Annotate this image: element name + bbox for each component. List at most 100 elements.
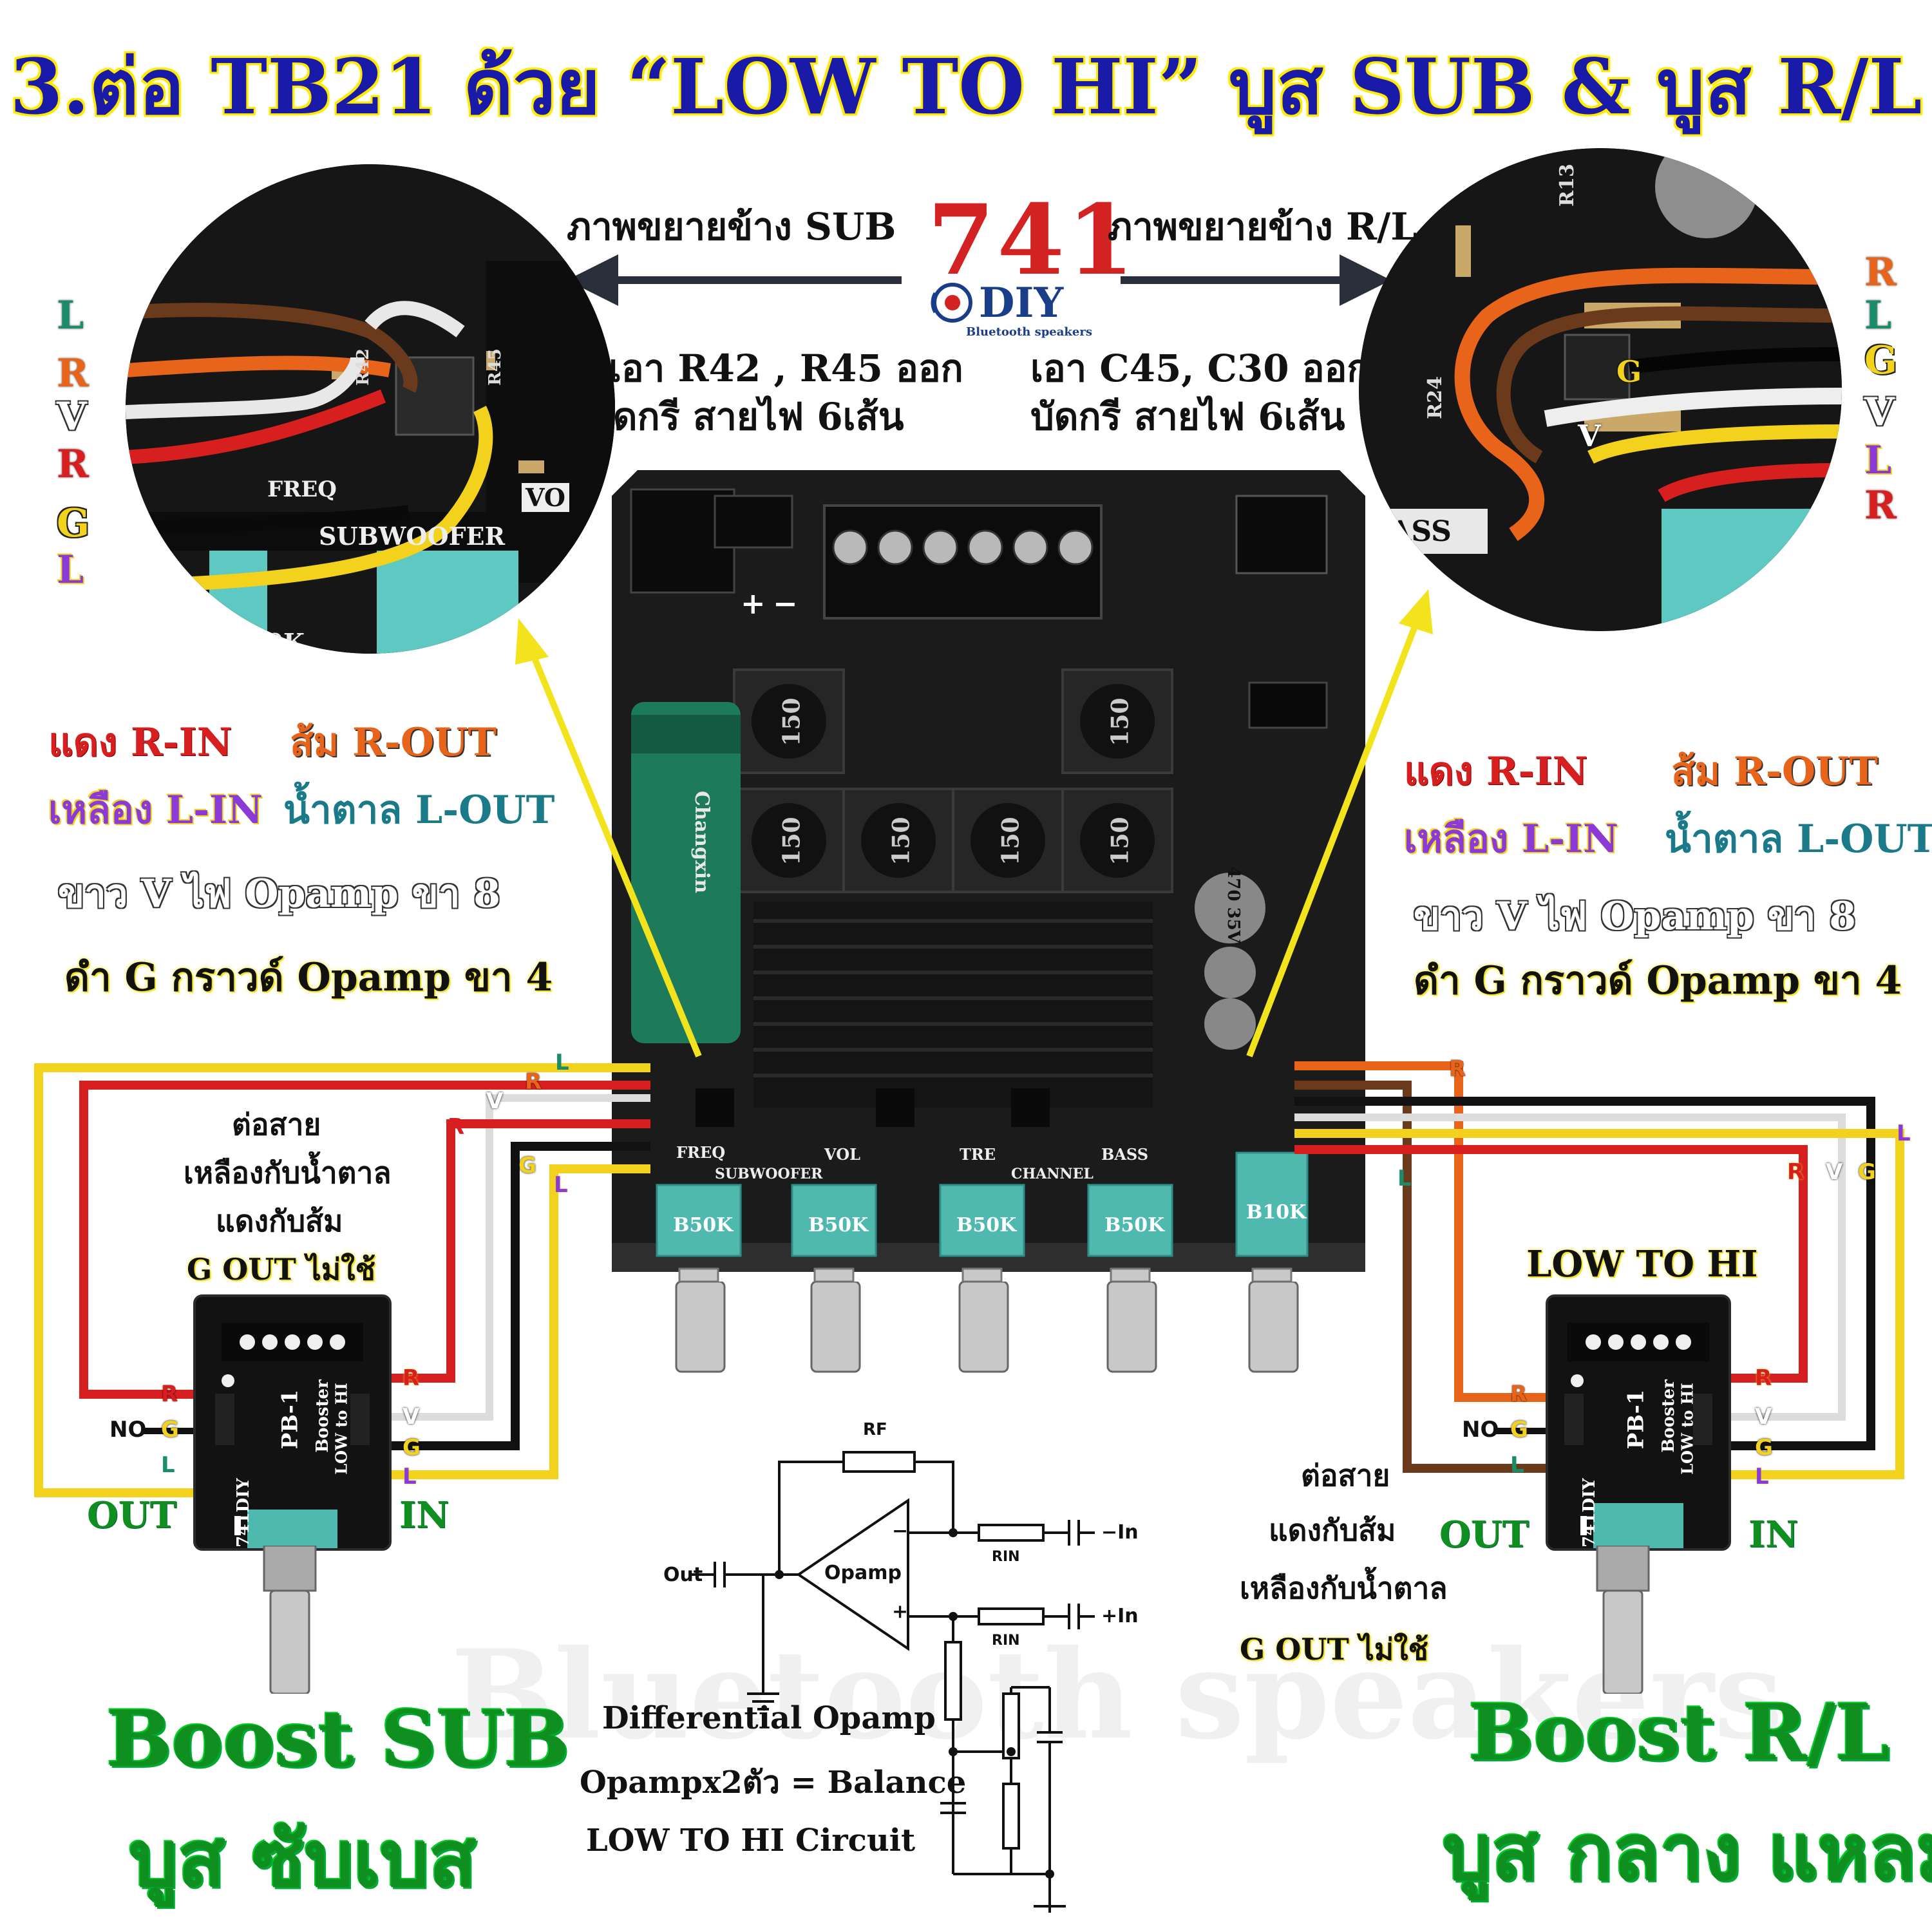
logo-brand: DIY: [979, 279, 1064, 327]
orange-wire-right: [1294, 1061, 1546, 1402]
left-module-sub: Booster: [312, 1379, 332, 1453]
pot-label-2: B50K: [808, 1214, 869, 1236]
left-out-label: OUT: [87, 1494, 177, 1537]
right-in-label: IN: [1748, 1513, 1799, 1556]
black-wire-right: [1294, 1097, 1875, 1450]
pot-label-1: B50K: [673, 1214, 734, 1236]
right-module-note-1: ต่อสาย: [1301, 1458, 1390, 1493]
page-title: 3.ต่อ TB21 ด้วย “LOW TO HI” บูส SUB & บู…: [10, 42, 1922, 131]
schematic-caption-3: LOW TO HI Circuit: [586, 1823, 916, 1859]
right-no-label: NO: [1462, 1417, 1499, 1443]
right-out-pin-g: G: [1510, 1417, 1528, 1443]
schematic-caption-2: Opampx2ตัว = Balance: [580, 1765, 967, 1801]
right-legend-black-g: ดำ G กราวด์ Opamp ขา 4: [1414, 958, 1902, 1003]
silk-pot-b50k: B50K: [229, 628, 305, 654]
right-zoom-point-v: V: [1578, 419, 1601, 453]
right-module-shaft: [1596, 1546, 1650, 1694]
left-zoom-label-l1: L: [57, 293, 84, 338]
schematic-out: Out: [663, 1564, 703, 1586]
right-board-label-g: G: [1858, 1159, 1876, 1185]
left-module-note-2: เหลืองกับน้ำตาล: [184, 1155, 392, 1190]
yellow-wire-left-in: [383, 1164, 650, 1479]
logo-741diy: 741 DIY Bluetooth speakers: [927, 184, 1134, 345]
left-zoom-caption: ภาพขยายข้าง SUB: [567, 205, 896, 249]
left-zoom-label-g: G: [57, 501, 90, 546]
yellow-wire: [1587, 424, 1842, 464]
pot-label-5: B10K: [1246, 1201, 1307, 1224]
pot-label-4: B50K: [1104, 1214, 1165, 1236]
left-booster-module: PB-1 Booster LOW to HI 741DIY: [193, 1294, 392, 1551]
left-in-pin-v: V: [402, 1404, 420, 1430]
red-wire-left: [383, 1119, 650, 1383]
left-zoom-label-r2: R: [57, 442, 89, 487]
left-module-note-1: ต่อสาย: [232, 1107, 321, 1142]
white-wire-left: [383, 1094, 650, 1421]
logo-tagline: Bluetooth speakers: [966, 325, 1092, 339]
left-instruction-2: บัดกรี สายไฟ 6เส้น: [589, 395, 904, 439]
left-module-note-4: G OUT ไม่ใช้: [187, 1252, 375, 1287]
schematic-minus: −: [892, 1520, 909, 1542]
boost-rl-subtitle: บูส กลาง แหลม: [1443, 1807, 1932, 1898]
right-zoom-label-l2: L: [1864, 438, 1892, 483]
red-wire: [126, 389, 386, 464]
left-zoom-label-v: V: [57, 394, 87, 439]
speaker-icon: [931, 283, 972, 323]
left-module-sub2: LOW to HI: [332, 1383, 351, 1475]
right-booster-module: PB-1 Booster LOW to HI 741DIY: [1546, 1294, 1731, 1551]
right-zoom-label-r1: R: [1864, 250, 1897, 295]
left-zoom-circle: R42 R45 FREQ SUBWOOFER VO B50K: [126, 164, 615, 654]
left-pointer-arrow: [528, 649, 702, 1057]
schematic-rin-bottom: RIN: [992, 1633, 1020, 1649]
yellow-wire-right: [1294, 1129, 1904, 1479]
schematic-rf: RF: [863, 1420, 887, 1439]
left-zoom-label-l2: L: [57, 547, 84, 592]
right-legend-red-in: แดง R-IN: [1404, 749, 1588, 794]
left-instruction-1: เอา R42 , R45 ออก: [609, 346, 963, 390]
right-zoom-caption: ภาพขยายข้าง R/L: [1108, 205, 1417, 249]
right-out-pin-l: L: [1510, 1452, 1524, 1478]
left-out-pin-l: L: [161, 1452, 175, 1478]
left-out-pin-g: G: [161, 1417, 179, 1443]
right-board-label-r2: R: [1787, 1159, 1804, 1185]
right-zoom-label-l1: L: [1864, 293, 1892, 338]
right-module-header: LOW TO HI: [1526, 1243, 1758, 1285]
left-in-pin-l: L: [402, 1464, 417, 1490]
right-in-pin-r: R: [1755, 1365, 1772, 1391]
left-legend-yellow-in: เหลือง L-IN: [48, 788, 263, 833]
silk-bass: BASS: [1365, 515, 1452, 548]
orange-wire: [1454, 267, 1842, 541]
right-module-title: PB-1: [1623, 1389, 1649, 1450]
left-legend-orange-out: ส้ม R-OUT: [290, 720, 497, 765]
black-wire: [126, 505, 410, 535]
board-knobs: [675, 1282, 1299, 1373]
silk-vo: VO: [522, 483, 569, 512]
silk-tre: TRE: [960, 1145, 996, 1164]
right-module-note-4: G OUT ไม่ใช้: [1240, 1632, 1428, 1667]
power-plus: +: [741, 586, 766, 621]
left-board-label-v: V: [486, 1088, 504, 1114]
black-wire-left: [383, 1142, 650, 1450]
right-module-brand: 741DIY: [1579, 1478, 1599, 1548]
left-board-label-r1: R: [525, 1069, 542, 1095]
left-no-label: NO: [109, 1417, 147, 1443]
schematic-minus-in: −In: [1101, 1521, 1139, 1544]
brown-wire: [1496, 306, 1842, 464]
left-module-brand: 741DIY: [233, 1478, 253, 1548]
silk-bass: BASS: [1101, 1145, 1149, 1164]
schematic-rin-top: RIN: [992, 1549, 1020, 1565]
brown-wire: [126, 303, 418, 393]
schematic-opamp-label: Opamp: [824, 1562, 902, 1584]
silk-vol: VOL: [824, 1145, 860, 1164]
right-board-label-l: L: [1397, 1166, 1412, 1191]
right-board-label-v: V: [1826, 1159, 1843, 1185]
left-module-note-3: แดงกับส้ม: [216, 1204, 343, 1238]
left-in-label: IN: [399, 1494, 450, 1537]
silk-freq: FREQ: [267, 477, 337, 502]
amplifier-board: + − 150 150 150 150 150 150 Changxin 470…: [612, 470, 1365, 1283]
logo-number: 741: [927, 184, 1137, 297]
schematic-plus-in: +In: [1101, 1605, 1139, 1627]
right-module-note-3: เหลืองกับน้ำตาล: [1240, 1571, 1448, 1605]
yellow-wire: [126, 406, 493, 593]
